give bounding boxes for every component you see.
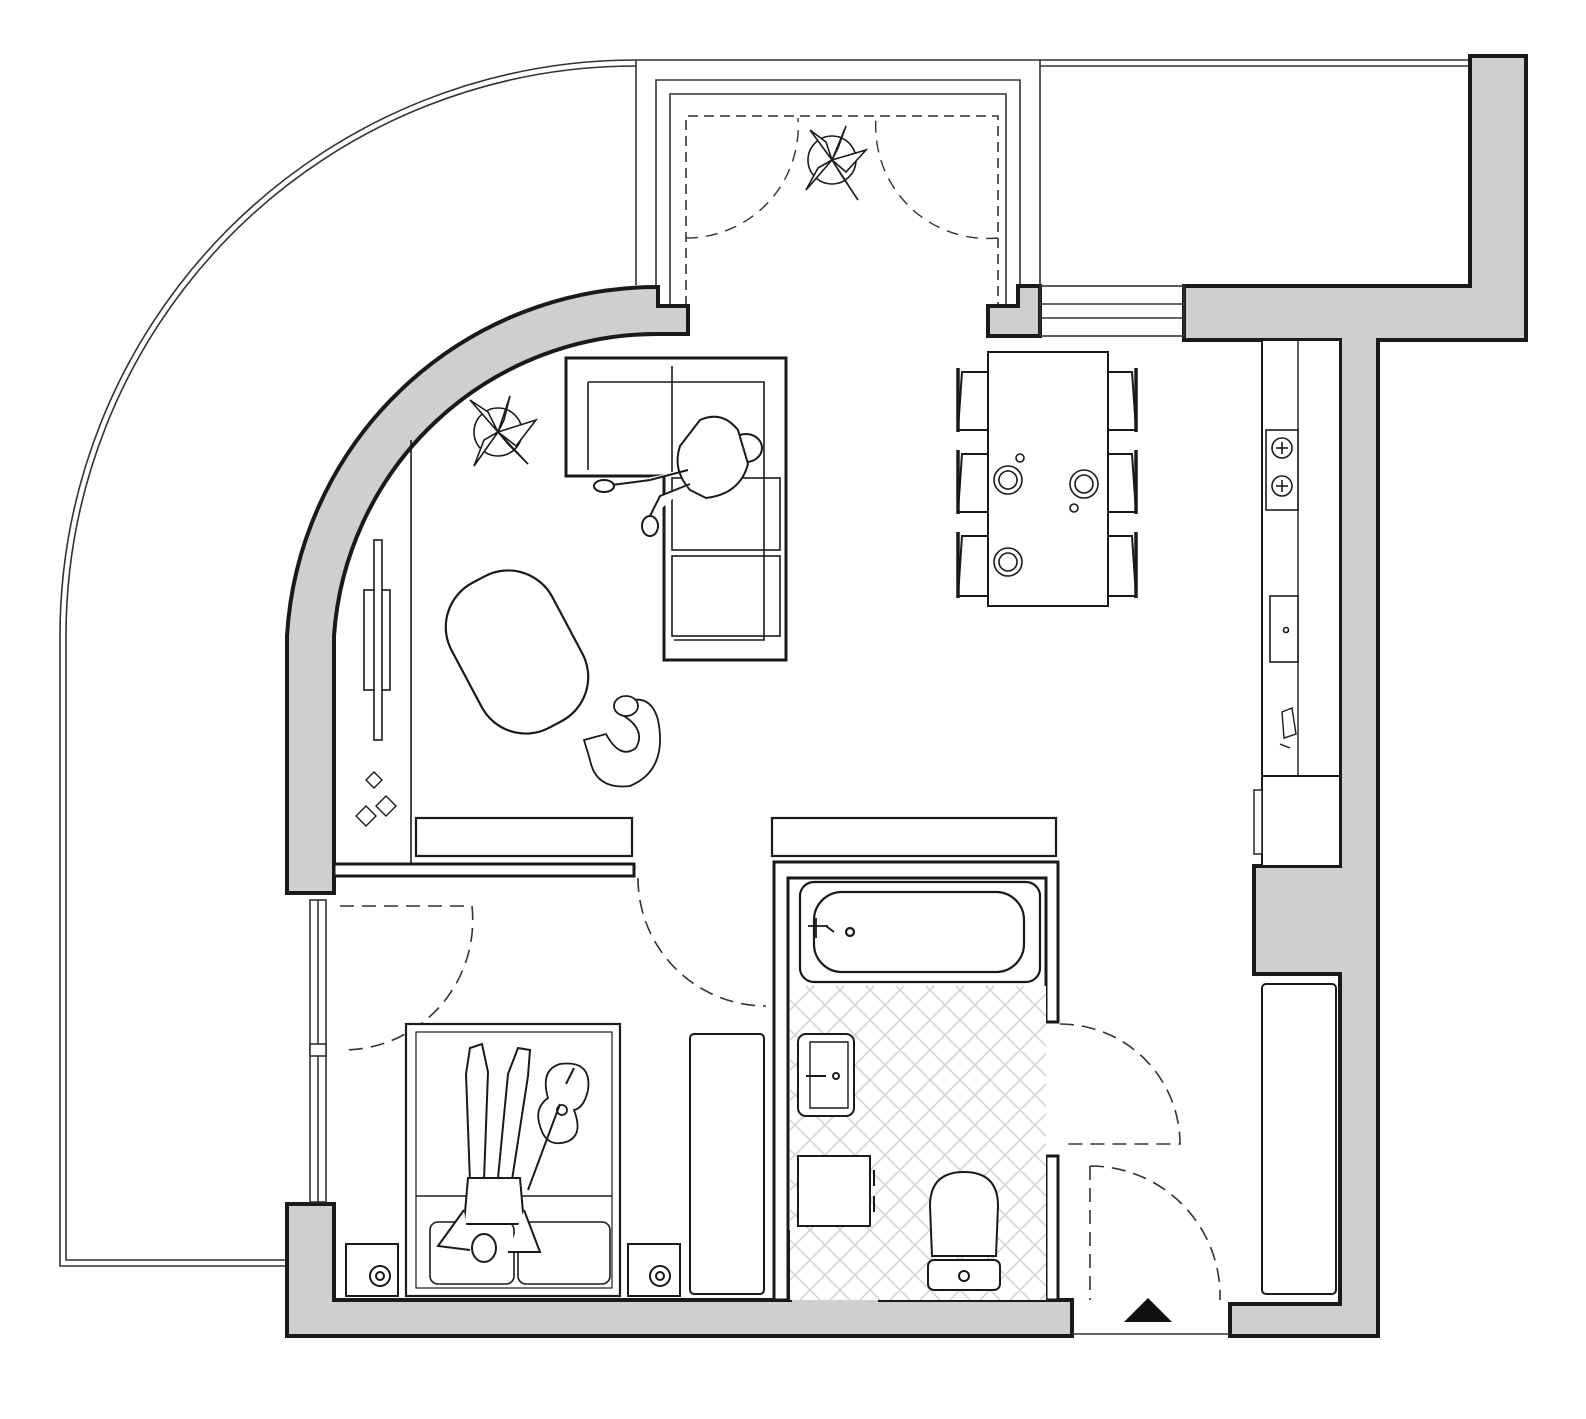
dining-chair — [1108, 368, 1138, 432]
washing-machine — [797, 1155, 875, 1227]
plant — [355, 771, 397, 827]
oval-coffee-table — [444, 569, 590, 735]
plant — [805, 125, 869, 201]
person-on-sofa — [593, 415, 763, 537]
bathtub — [798, 880, 1042, 984]
dining-chairs — [956, 368, 1138, 598]
dog — [582, 695, 661, 788]
person-on-bed — [436, 1042, 542, 1263]
interior-walls — [332, 440, 1060, 1302]
bedroom-partition — [332, 862, 636, 878]
entrance — [1072, 1298, 1230, 1335]
curved-wall — [285, 284, 690, 895]
kettle — [1279, 707, 1297, 749]
table-settings — [993, 453, 1099, 577]
dining-chair — [956, 368, 988, 432]
window-east-bay — [1039, 285, 1185, 337]
nightstand — [345, 1243, 399, 1297]
dresser — [689, 1033, 765, 1295]
entrance-arrow-icon — [1124, 1298, 1172, 1322]
entrance-door-swing — [1089, 1165, 1221, 1301]
nightstand — [627, 1243, 681, 1297]
tv-console — [363, 539, 391, 741]
l-shaped-sofa — [564, 356, 788, 662]
guitar — [527, 1062, 590, 1191]
bathroom-door-swing — [1059, 1023, 1181, 1145]
dining-chair — [1108, 450, 1138, 514]
bathroom-walls — [772, 860, 1060, 1302]
plant — [469, 395, 539, 467]
toilet — [927, 1170, 1001, 1291]
cooktop — [1265, 429, 1299, 511]
north-east-wall — [1182, 54, 1528, 1338]
bedroom-window-swing — [340, 905, 474, 1051]
bathroom-east-wall — [1044, 1154, 1060, 1302]
bench — [414, 816, 634, 858]
bay-window-frame — [635, 60, 1021, 306]
refrigerator — [1261, 775, 1341, 867]
kitchen-counter — [1261, 339, 1341, 777]
bedroom-door-swing — [637, 877, 767, 1007]
window-bedroom-west — [309, 899, 327, 1203]
door-swings — [340, 877, 1221, 1301]
balcony — [59, 59, 1470, 1267]
washbasin — [797, 1033, 855, 1117]
dining-chair — [956, 450, 988, 514]
bench — [770, 816, 1058, 858]
dining-chair — [1108, 532, 1138, 598]
bay-window-door-swings — [685, 117, 999, 240]
kitchen-sink — [1269, 595, 1299, 663]
window-pier — [986, 284, 1042, 338]
dining-chair — [956, 532, 988, 598]
refrigerator-handle — [1253, 789, 1263, 855]
wardrobe — [1261, 983, 1337, 1295]
